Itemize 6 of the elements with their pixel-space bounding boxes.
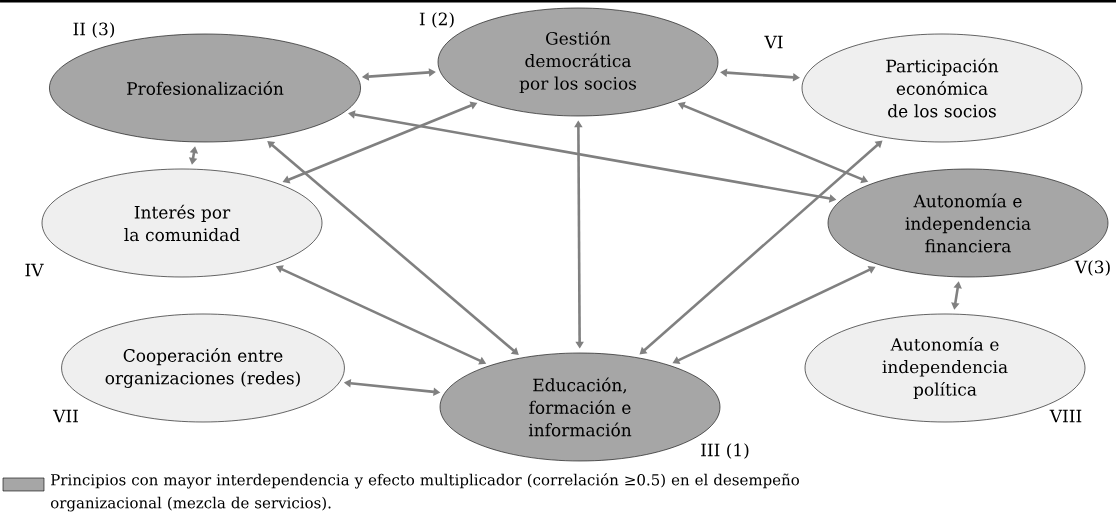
numeral-label: IV — [25, 263, 44, 277]
double-arrow — [639, 140, 883, 355]
legend-text: Principios con mayor interdependencia y efecto multiplicador (correlación ≥0.5) en el desempeño organizacional (mezcla de servicios). — [50, 473, 799, 512]
numeral-label: V(3) — [1074, 260, 1110, 276]
numeral-label: VI — [764, 35, 783, 49]
numeral-label: VIII — [1049, 409, 1082, 423]
